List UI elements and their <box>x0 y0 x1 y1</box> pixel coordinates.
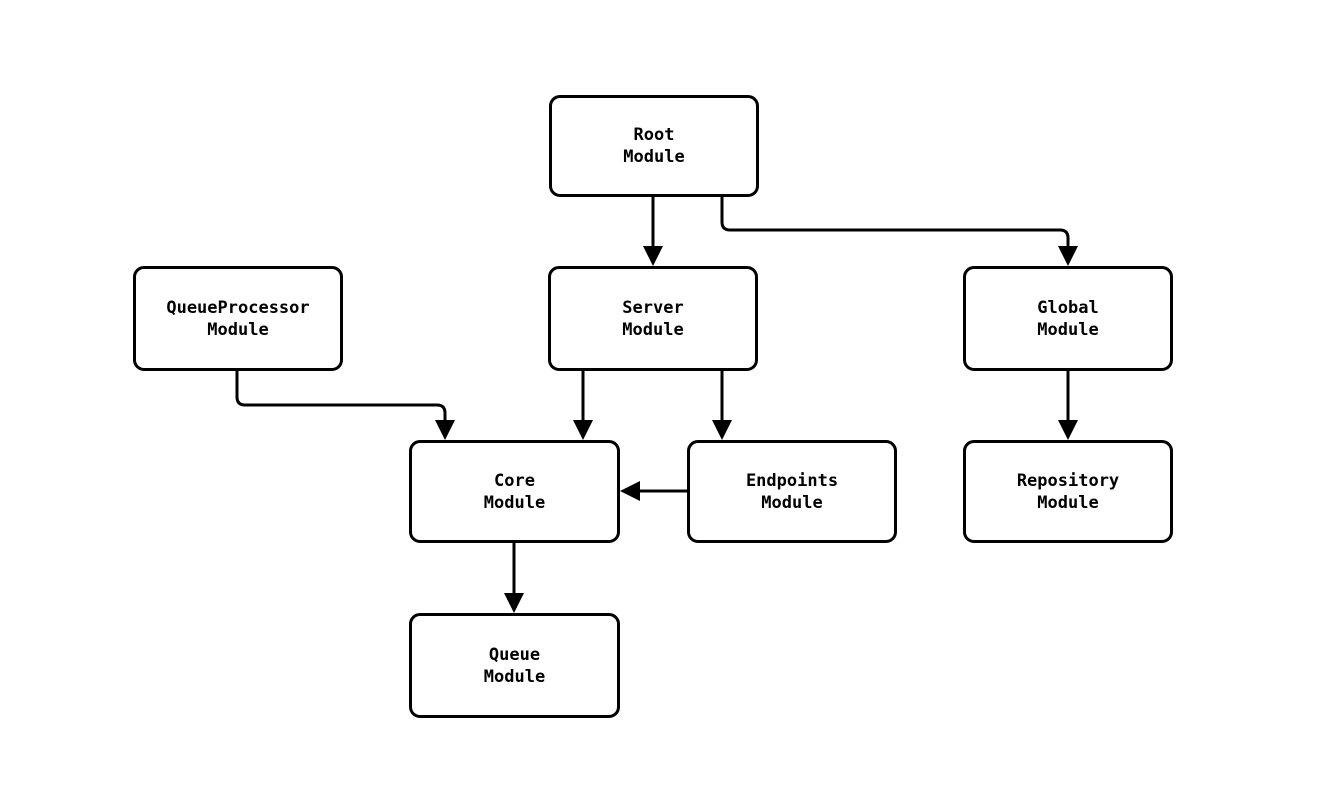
node-endpoints-module[interactable]: Endpoints Module <box>687 440 897 543</box>
arrowhead-server-endpoints <box>712 420 732 440</box>
node-root-module[interactable]: Root Module <box>549 95 759 197</box>
node-queueprocessor-module-line1: QueueProcessor <box>166 297 310 318</box>
edge-queueprocessor-core <box>235 371 447 422</box>
node-endpoints-module-line2: Module <box>761 492 823 513</box>
node-core-module[interactable]: Core Module <box>409 440 620 543</box>
arrowhead-server-core <box>573 420 593 440</box>
node-server-module-line1: Server <box>622 297 684 318</box>
arrowhead-queueprocessor-core <box>435 420 455 440</box>
node-queue-module[interactable]: Queue Module <box>409 613 620 718</box>
node-queue-module-line1: Queue <box>488 644 541 665</box>
arrowhead-root-server <box>643 246 663 266</box>
arrowhead-global-repository <box>1058 420 1078 440</box>
node-global-module-line1: Global <box>1037 297 1099 318</box>
node-core-module-line2: Module <box>483 492 546 513</box>
edge-root-global <box>720 197 1070 248</box>
node-root-module-line2: Module <box>623 147 685 167</box>
arrowhead-endpoints-core <box>620 481 640 501</box>
arrowhead-root-global <box>1058 246 1078 266</box>
node-core-module-line1: Core <box>494 470 535 491</box>
node-repository-module[interactable]: Repository Module <box>963 440 1173 543</box>
node-repository-module-line1: Repository <box>1016 470 1120 491</box>
node-repository-module-line2: Module <box>1037 492 1099 513</box>
node-root-module-line1: Root <box>633 125 675 145</box>
node-endpoints-module-line1: Endpoints <box>745 470 839 491</box>
arrowhead-core-queue <box>504 593 524 613</box>
node-queue-module-line2: Module <box>483 666 546 687</box>
node-queueprocessor-module-line2: Module <box>207 319 269 340</box>
node-global-module-line2: Module <box>1037 319 1099 340</box>
node-queueprocessor-module[interactable]: QueueProcessor Module <box>133 266 343 371</box>
node-global-module[interactable]: Global Module <box>963 266 1173 371</box>
node-server-module[interactable]: Server Module <box>548 266 758 371</box>
node-server-module-line2: Module <box>622 319 684 340</box>
